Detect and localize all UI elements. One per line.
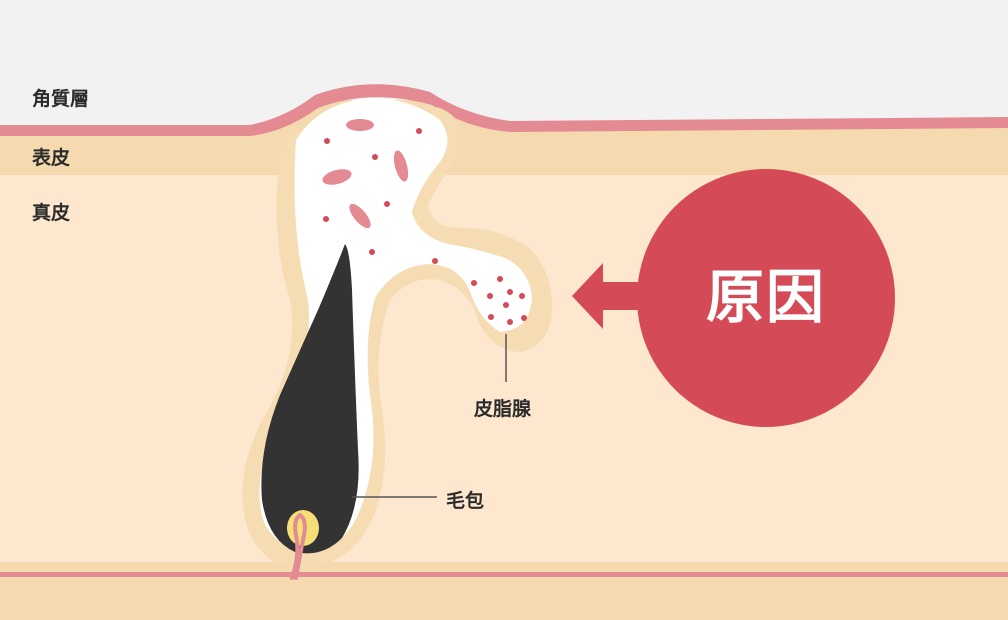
label-dermis: 真皮 — [32, 202, 71, 224]
label-hair-follicle: 毛包 — [446, 490, 485, 512]
bacteria-4 — [349, 203, 371, 229]
bottom-line — [0, 572, 1008, 577]
cause-arrow-icon — [572, 263, 660, 329]
bacteria-dots — [323, 128, 527, 325]
label-stratum-corneum: 角質層 — [32, 88, 90, 110]
cause-circle — [637, 169, 895, 427]
bacteria-3 — [322, 169, 352, 185]
bacteria-2 — [393, 150, 409, 182]
bacteria-1 — [346, 119, 374, 131]
blood-vessel — [290, 512, 307, 580]
label-sebaceous-gland: 皮脂腺 — [474, 398, 532, 420]
hair-shaft — [261, 244, 359, 554]
stratum-corneum-layer — [0, 84, 1008, 136]
cause-label: 原因 — [705, 263, 826, 331]
epidermis-layer — [0, 100, 1008, 175]
label-epidermis: 表皮 — [32, 147, 71, 169]
bottom-band — [0, 562, 1008, 620]
